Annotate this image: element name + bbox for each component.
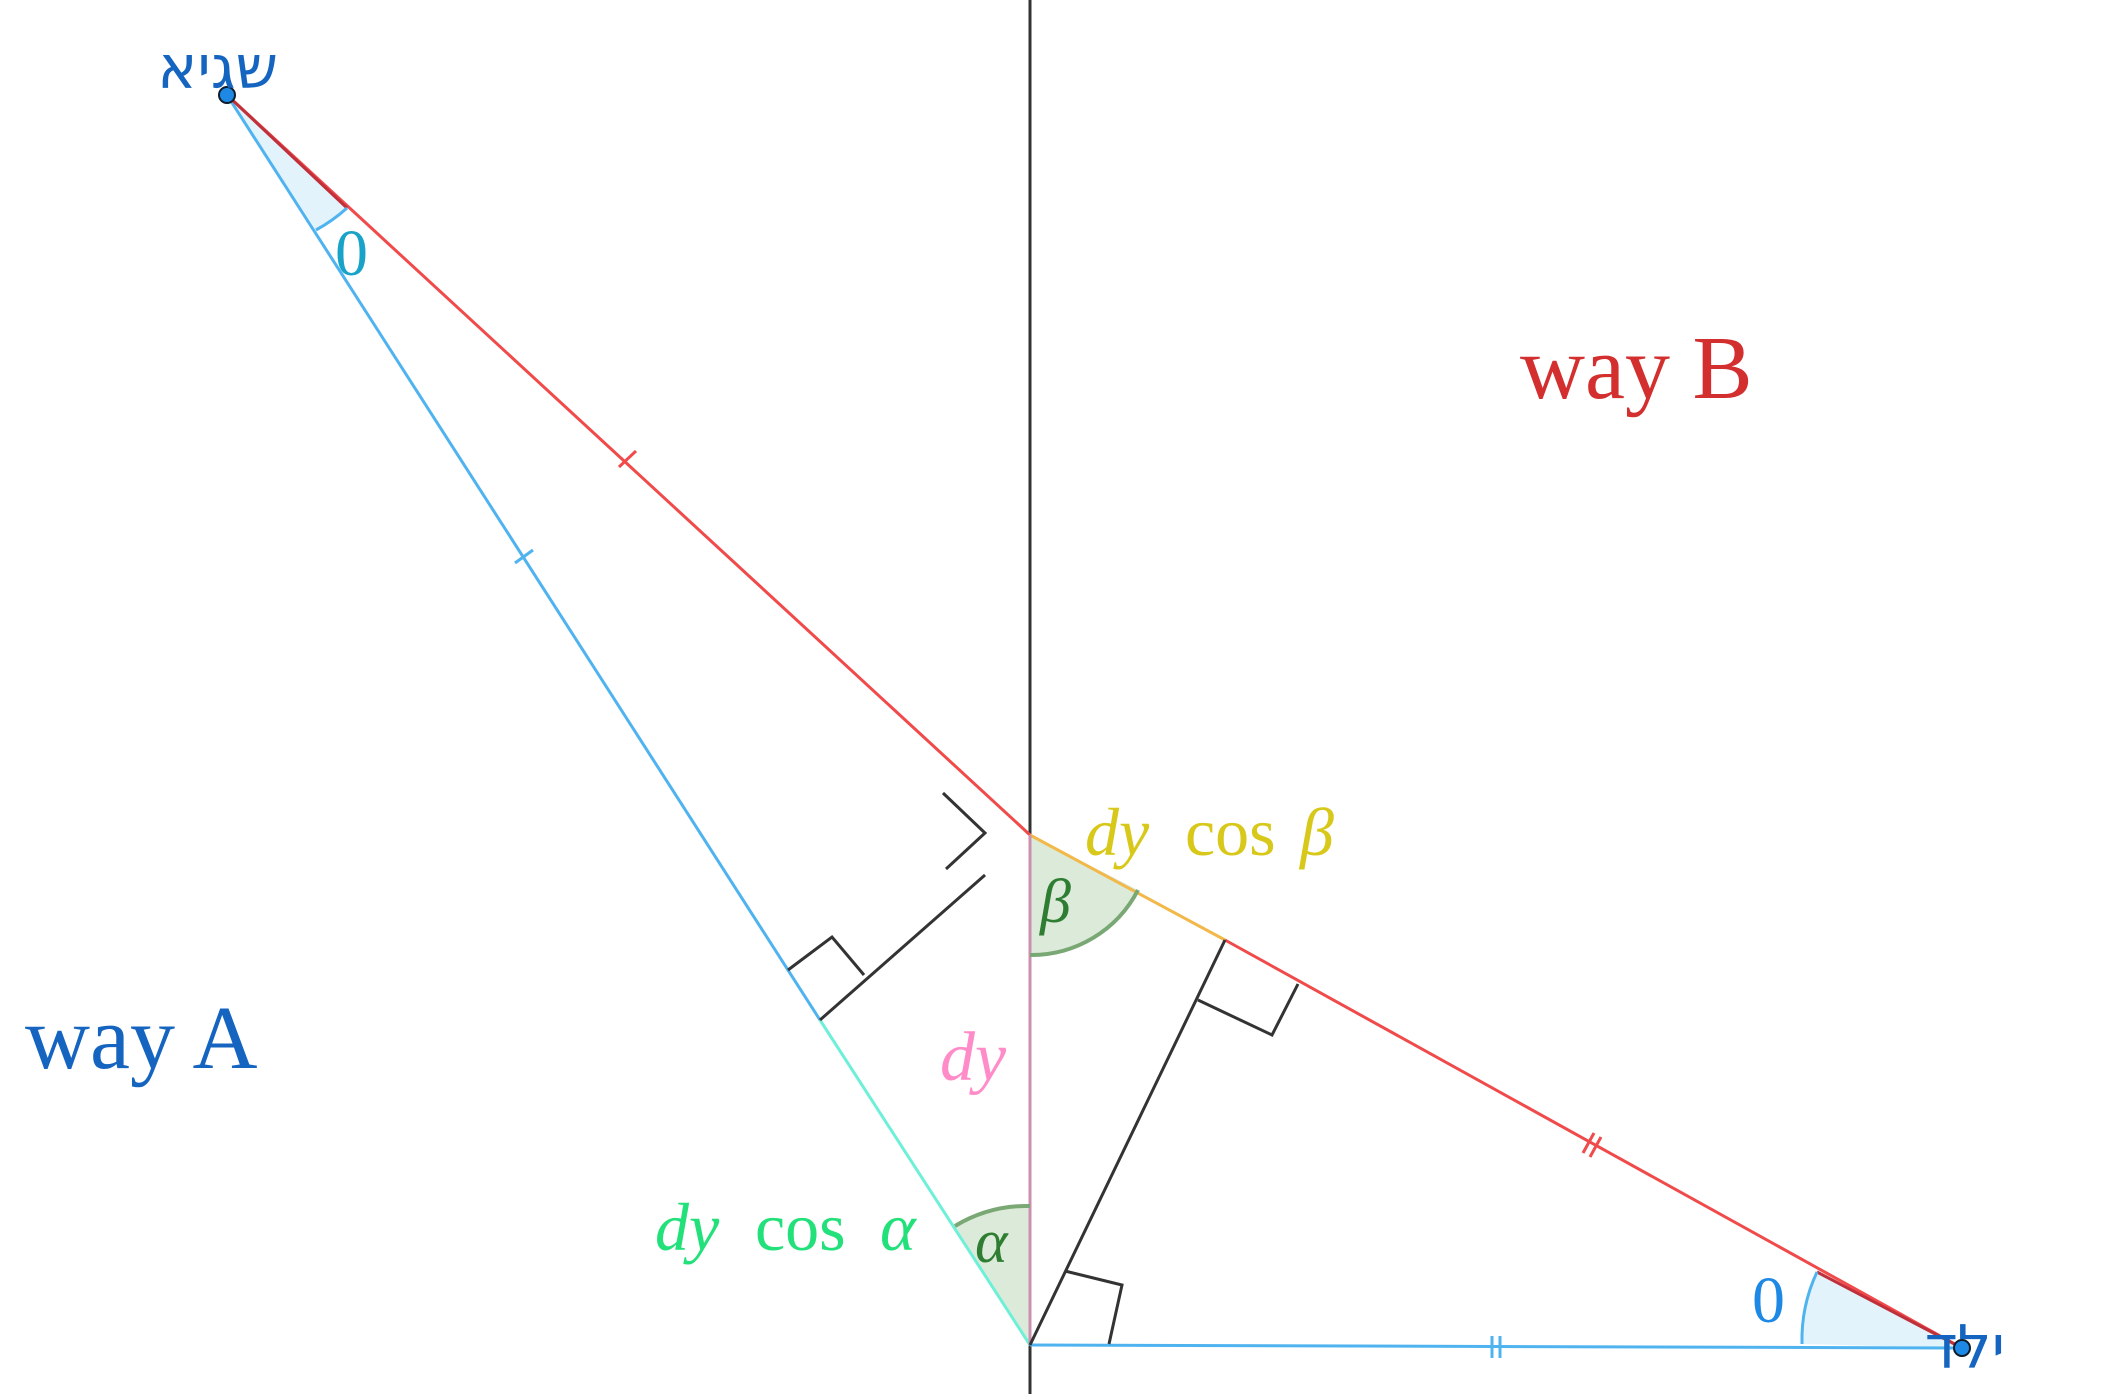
red-line-left (225, 93, 1032, 837)
right-point (1953, 1339, 1971, 1357)
angle-alpha-fill (955, 1205, 1030, 1345)
right-angle-marker-2 (787, 934, 866, 976)
dy-cos-alpha-dy: dy (655, 1189, 720, 1265)
dy-cos-beta-dy: dy (1085, 794, 1150, 870)
orange-segment (1029, 833, 1226, 942)
angle-right-label: 0 (1752, 1264, 1785, 1337)
tick-red-single (617, 449, 638, 469)
red-line-right (1224, 938, 1963, 1350)
perpendicular-left (819, 873, 986, 1022)
beta-angle-label: β (1039, 868, 1071, 936)
right-angle-marker-1 (941, 791, 988, 871)
angle-top-fill (227, 95, 347, 230)
cyan-line-left (818, 1019, 1032, 1346)
dy-label: dy (940, 1019, 1007, 1096)
tick-red-double-a (1581, 1132, 1596, 1154)
right-point-label: ילד (1925, 1313, 2005, 1383)
tick-red-double-b (1588, 1136, 1603, 1158)
left-point-label: שגיא (157, 33, 278, 103)
angle-alpha-arc (953, 1203, 1031, 1228)
right-angle-marker-3 (1197, 983, 1300, 1037)
red-line-dark-right (1816, 1270, 1963, 1350)
dy-cos-beta-symbol: β (1298, 794, 1334, 870)
angle-top-arc (315, 206, 349, 232)
dy-cos-alpha-label: dy cos α (655, 1189, 917, 1265)
angle-right-arc (1800, 1271, 1819, 1345)
left-point (218, 86, 236, 104)
angle-top-label: 0 (335, 217, 368, 290)
dy-cos-alpha-symbol: α (880, 1189, 917, 1265)
way-a-label: way A (25, 989, 257, 1088)
way-b-label: way B (1520, 319, 1752, 418)
angle-right-fill (1801, 1272, 1962, 1348)
alpha-angle-label: α (975, 1208, 1009, 1276)
tick-blue-single (514, 548, 534, 565)
right-angle-marker-4 (1064, 1269, 1124, 1345)
dy-cos-alpha-cos: cos (755, 1189, 846, 1265)
perpendicular-right (1028, 939, 1227, 1346)
dy-cos-beta-label: dy cos β (1085, 794, 1334, 870)
dy-cos-beta-cos: cos (1185, 794, 1276, 870)
angle-beta-arc (1029, 889, 1140, 958)
angle-beta-fill (1030, 835, 1138, 956)
red-line-dark-top (225, 93, 349, 210)
blue-line-bottom (1029, 1343, 1963, 1350)
